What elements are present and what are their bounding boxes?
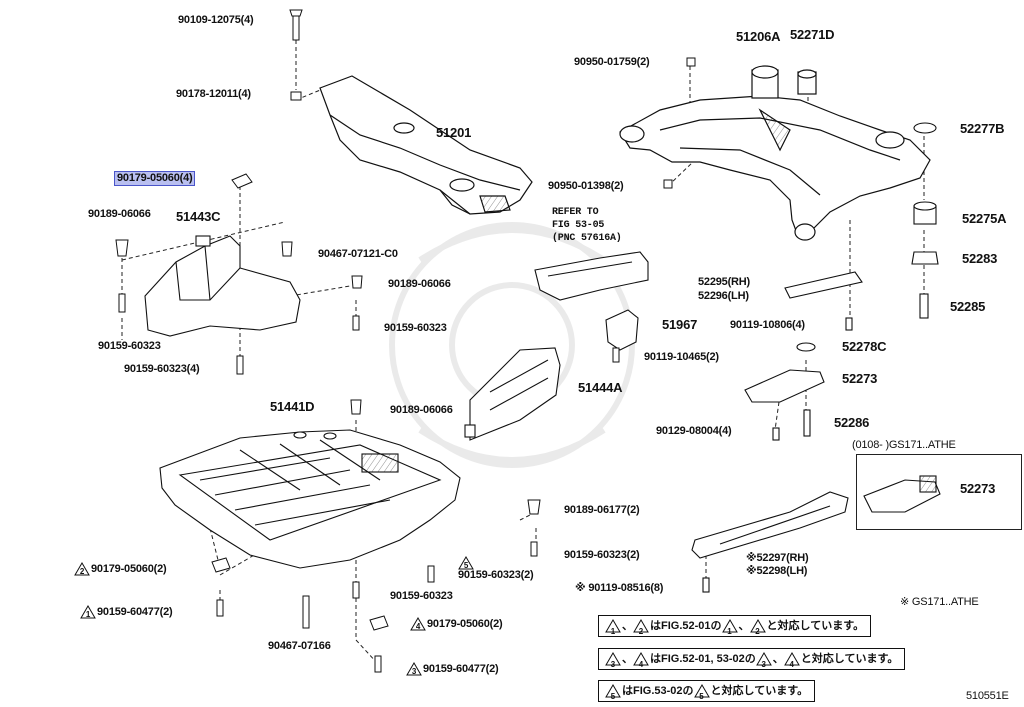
label-90189-06066-a[interactable]: 90189-06066 (88, 208, 151, 220)
label-90950-01398[interactable]: 90950-01398(2) (548, 180, 624, 192)
label-90159-60323-a[interactable]: 90159-60323 (98, 340, 161, 352)
label-51443C[interactable]: 51443C (176, 209, 221, 224)
label-90159-60323-b[interactable]: 90159-60323 (384, 322, 447, 334)
label-90950-01759[interactable]: 90950-01759(2) (574, 56, 650, 68)
label-51206A[interactable]: 51206A (736, 29, 781, 44)
rear-subframe (619, 65, 931, 241)
label-90178-12011[interactable]: 90178-12011(4) (176, 88, 251, 100)
marker-4-icon: 4 (633, 652, 649, 669)
shield-51444A (464, 347, 561, 441)
label-52295-rh[interactable]: 52295(RH) (698, 276, 751, 288)
label-90109-12075[interactable]: 90109-12075(4) (178, 14, 254, 26)
label-90189-06066-b[interactable]: 90189-06066 (388, 278, 451, 290)
label-52285[interactable]: 52285 (950, 299, 986, 314)
label-90189-06066-c[interactable]: 90189-06066 (390, 404, 453, 416)
label-52273-inset[interactable]: 52273 (960, 481, 996, 496)
ref-marker-4-icon: 4 (410, 617, 426, 631)
label-90129-08004[interactable]: 90129-08004(4) (656, 425, 732, 437)
label-90159-60323-d[interactable]: 90159-60323(2) (564, 549, 640, 561)
label-52277B[interactable]: 52277B (960, 121, 1005, 136)
label-52275A[interactable]: 52275A (962, 211, 1007, 226)
inset-box (856, 454, 1022, 530)
label-52286[interactable]: 52286 (834, 415, 870, 430)
label-52278C[interactable]: 52278C (842, 339, 887, 354)
ref-marker-2-icon: 2 (74, 562, 90, 576)
label-51967[interactable]: 51967 (662, 317, 698, 332)
marker-1-icon: 1 (721, 619, 738, 636)
bracket-57616A (534, 251, 649, 301)
undercover-51441D (159, 429, 461, 569)
inset-part-52273 (863, 475, 941, 513)
label-90467-07121-C0[interactable]: 90467-07121-C0 (318, 248, 398, 260)
refer-note-line1: REFER TO (552, 207, 599, 218)
label-90119-08516[interactable]: ※ 90119-08516(8) (575, 582, 664, 594)
label-52271D[interactable]: 52271D (790, 27, 835, 42)
label-52296-lh[interactable]: 52296(LH) (698, 290, 749, 302)
bracket-51967 (605, 309, 639, 351)
label-90119-10806[interactable]: 90119-10806(4) (730, 319, 805, 331)
refer-note-line3: (PNC 57616A) (552, 233, 622, 244)
label-52273[interactable]: 52273 (842, 371, 878, 386)
marker-2-icon: 2 (633, 619, 649, 636)
label-51444A[interactable]: 51444A (578, 380, 623, 395)
ref-marker-5-icon: 5 (458, 556, 474, 570)
label-90189-06177[interactable]: 90189-06177(2) (564, 504, 640, 516)
label-90179-05060-highlighted[interactable]: 90179-05060(4) (114, 171, 196, 186)
inset-title: (0108- )GS171..ATHE (852, 439, 956, 451)
marker-5-icon: 5 (693, 684, 710, 701)
label-52298-lh[interactable]: ※52298(LH) (746, 565, 808, 577)
label-90467-07166[interactable]: 90467-07166 (268, 640, 331, 652)
ref-marker-3-icon: 3 (406, 662, 422, 676)
marker-4-icon: 4 (783, 652, 800, 669)
marker-3-icon: 3 (605, 652, 621, 669)
refer-note-line2: FIG 53-05 (552, 220, 605, 231)
label-52297-rh[interactable]: ※52297(RH) (746, 552, 809, 564)
rear-small-parts (691, 122, 939, 593)
label-51201[interactable]: 51201 (436, 125, 472, 140)
label-90159-60323-f[interactable]: 90159-60323 (390, 590, 453, 602)
label-90119-10465[interactable]: 90119-10465(2) (644, 351, 719, 363)
marker-1-icon: 1 (605, 619, 621, 636)
label-51441D[interactable]: 51441D (270, 399, 315, 414)
footnote-gs171: ※ GS171..ATHE (900, 596, 979, 608)
label-52283[interactable]: 52283 (962, 251, 998, 266)
shield-51443C (144, 235, 301, 337)
marker-5-icon: 5 (605, 684, 621, 701)
label-90159-60323-c[interactable]: 90159-60323(4) (124, 363, 200, 375)
label-90159-60323-e[interactable]: 90159-60323(2) (458, 569, 534, 581)
label-90159-60323-ref5[interactable]: 5 (458, 556, 475, 570)
crossmember-51201 (319, 75, 533, 215)
fasteners (115, 9, 696, 673)
figure-code: 510551E (966, 690, 1009, 702)
marker-3-icon: 3 (755, 652, 772, 669)
ref-marker-1-icon: 1 (80, 605, 96, 619)
marker-2-icon: 2 (749, 619, 766, 636)
